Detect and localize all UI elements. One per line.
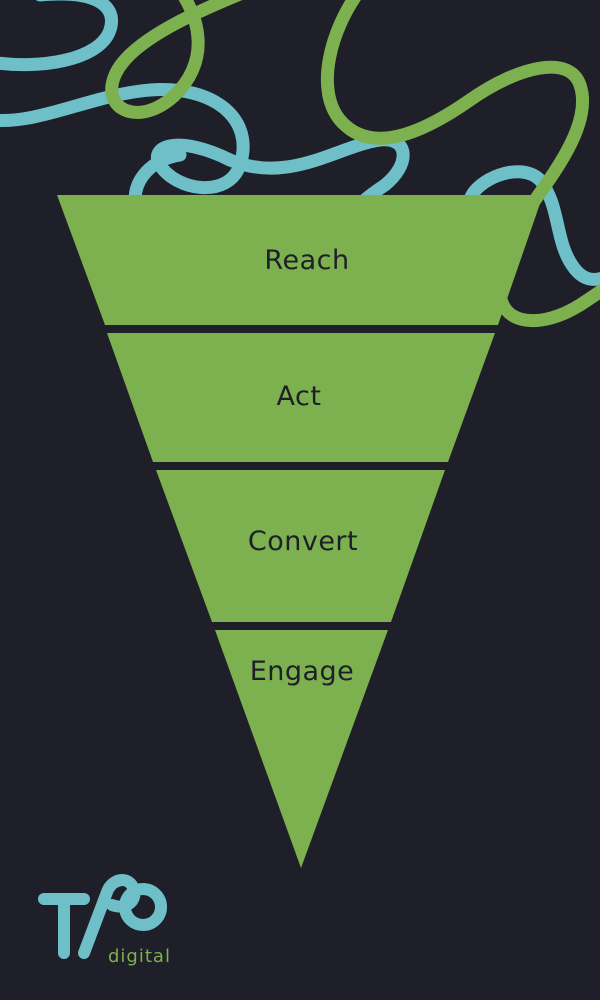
funnel-labels: Reach Act Convert Engage — [248, 245, 358, 687]
funnel — [57, 195, 543, 868]
logo-letter-o-shape — [119, 883, 167, 931]
tao-digital-logo: digital — [38, 874, 171, 967]
blue-squiggle-line — [0, 0, 600, 286]
funnel-stage-reach — [57, 195, 543, 325]
decorative-squiggles — [0, 0, 600, 328]
funnel-stage-convert — [156, 470, 445, 622]
logo-subtitle: digital — [108, 946, 171, 967]
funnel-label-engage: Engage — [250, 656, 355, 687]
funnel-label-act: Act — [277, 381, 322, 412]
logo-wordmark-mark — [38, 874, 167, 959]
funnel-stage-engage — [215, 630, 388, 868]
logo-letter-t-shape — [38, 893, 90, 959]
funnel-stage-act — [107, 333, 495, 462]
funnel-label-reach: Reach — [264, 245, 349, 276]
funnel-label-convert: Convert — [248, 526, 358, 557]
green-squiggle-line — [105, 0, 600, 328]
